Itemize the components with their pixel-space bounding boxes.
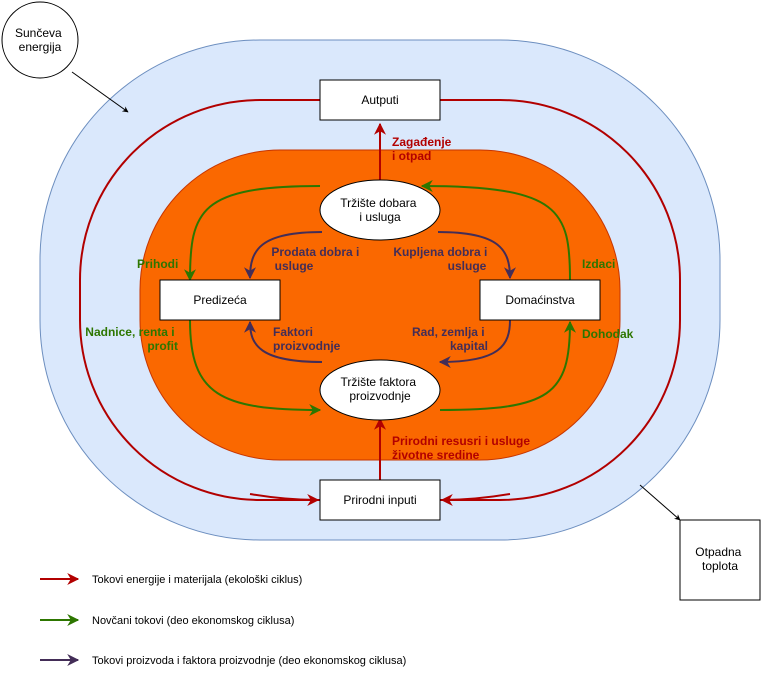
goods-sold-line1: Prodata dobra i bbox=[271, 245, 359, 259]
goods-bought-label: Kupljena dobra i usluge bbox=[393, 245, 490, 273]
purple-arrow-labor bbox=[438, 319, 511, 368]
revenues-label: Prihodi bbox=[137, 257, 178, 271]
sun-arrow bbox=[71, 71, 129, 113]
income-label: Dohodak bbox=[582, 327, 634, 341]
households-label: Domaćinstva bbox=[505, 293, 575, 307]
waste-heat-line1: Otpadna bbox=[695, 545, 741, 559]
legend-text-green: Novčani tokovi (deo ekonomskog ciklusa) bbox=[92, 615, 294, 627]
outputs-label: Autputi bbox=[361, 93, 398, 107]
outputs-node bbox=[319, 79, 441, 121]
suns-energy-node bbox=[1, 1, 79, 79]
labor-label: Rad, zemlja i kapital bbox=[412, 325, 488, 353]
factors-line2: proizvodnje bbox=[273, 339, 341, 353]
suns-energy-label: Sunčeva energija bbox=[15, 26, 65, 54]
natural-inputs-label: Prirodni inputi bbox=[343, 493, 416, 507]
households-node bbox=[479, 279, 601, 321]
green-arrow-wages bbox=[189, 319, 322, 416]
purple-arrow-goods-sold bbox=[244, 231, 323, 280]
goods-bought-line1: Kupljena dobra i bbox=[393, 245, 487, 259]
natural-resources-label: Prirodni resusri i usluge životne sredin… bbox=[392, 434, 533, 462]
pollution-line2: i otpad bbox=[392, 149, 431, 163]
pollution-line1: Zagađenje bbox=[392, 135, 452, 149]
natural-resources-line1: Prirodni resusri i usluge bbox=[392, 434, 530, 448]
red-arrow-into-inputs-left bbox=[249, 493, 320, 506]
factors-label: Faktori proizvodnje bbox=[273, 325, 341, 353]
goods-sold-label: Prodata dobra i usluge bbox=[271, 245, 362, 273]
factor-market-line2: proizvodnje bbox=[349, 389, 411, 403]
labor-line1: Rad, zemlja i bbox=[412, 325, 485, 339]
wages-line1: Nadnice, renta i bbox=[85, 325, 174, 339]
waste-heat-line2: toplota bbox=[702, 559, 738, 573]
waste-heat-node bbox=[679, 519, 761, 601]
goods-market-line1: Tržište dobara bbox=[340, 196, 417, 210]
firms-label: Predizeća bbox=[193, 293, 247, 307]
factors-line1: Faktori bbox=[273, 325, 313, 339]
wages-label: Nadnice, renta i profit bbox=[85, 325, 178, 353]
labor-line2: kapital bbox=[450, 339, 488, 353]
factor-market-label: Tržište faktora proizvodnje bbox=[341, 375, 420, 403]
purple-arrow-goods-bought bbox=[437, 231, 516, 280]
goods-market-line2: i usluga bbox=[359, 210, 401, 224]
natural-resources-line2: životne sredine bbox=[392, 448, 480, 462]
goods-bought-line2: usluge bbox=[448, 259, 487, 273]
factor-market-node bbox=[319, 359, 441, 421]
red-arrow-into-inputs-right bbox=[440, 493, 511, 506]
suns-energy-line2: energija bbox=[19, 40, 62, 54]
legend-text-purple: Tokovi proizvoda i faktora proizvodnje (… bbox=[92, 655, 406, 667]
waste-heat-label: Otpadna toplota bbox=[695, 545, 744, 573]
green-arrow-revenues bbox=[184, 185, 321, 282]
factor-market-line1: Tržište faktora bbox=[341, 375, 417, 389]
expenditures-label: Izdaci bbox=[582, 257, 615, 271]
green-arrow-expenditures bbox=[420, 180, 571, 281]
goods-sold-line2: usluge bbox=[275, 259, 314, 273]
purple-arrow-factors bbox=[244, 320, 323, 363]
suns-energy-line1: Sunčeva bbox=[15, 26, 62, 40]
natural-inputs-node bbox=[319, 479, 441, 521]
legend-text-red: Tokovi energije i materijala (ekološki c… bbox=[92, 574, 302, 586]
goods-market-node bbox=[319, 179, 441, 241]
goods-market-label: Tržište dobara i usluga bbox=[340, 196, 420, 224]
wages-line2: profit bbox=[147, 339, 178, 353]
waste-heat-arrow bbox=[639, 484, 681, 521]
legend: Tokovi energije i materijala (ekološki c… bbox=[40, 573, 406, 667]
firms-node bbox=[159, 279, 281, 321]
green-arrow-income bbox=[439, 320, 576, 411]
pollution-label: Zagađenje i otpad bbox=[392, 135, 455, 163]
